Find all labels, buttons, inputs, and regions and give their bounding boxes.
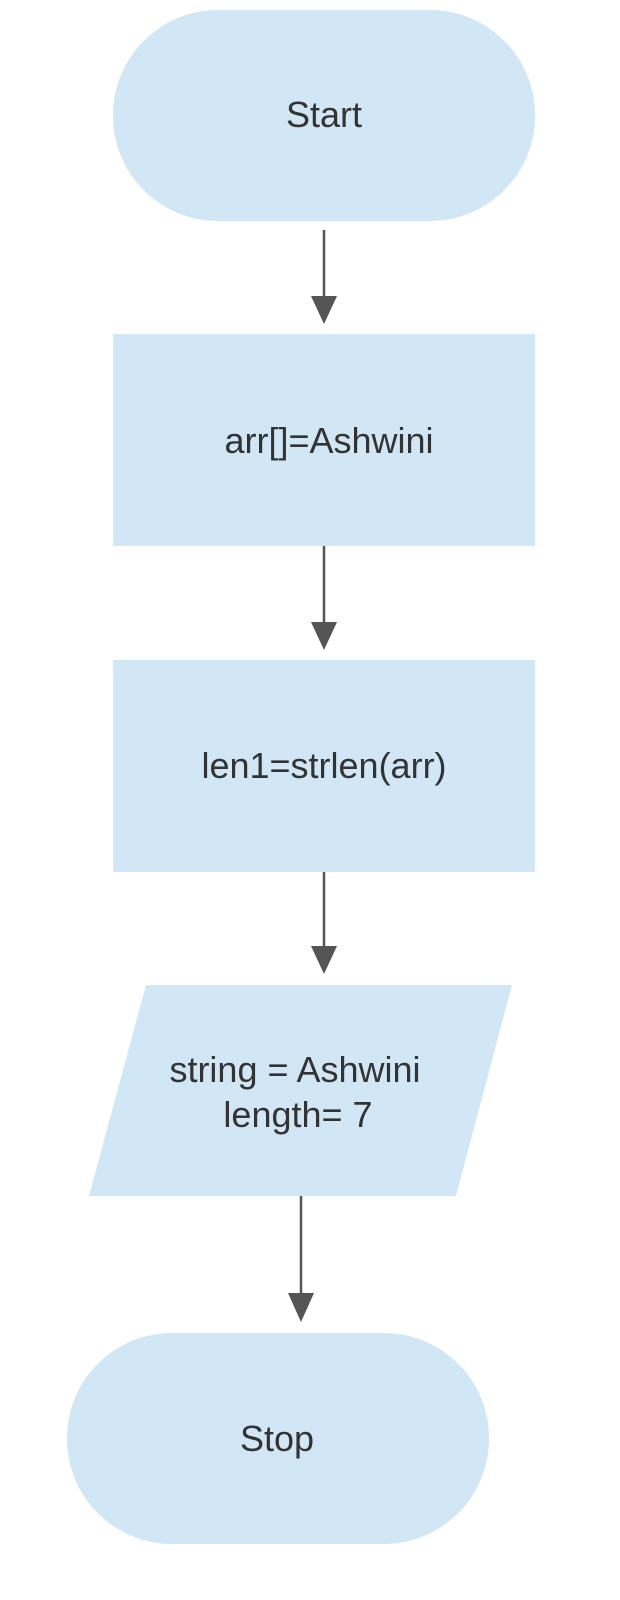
arrow-output-to-stop-head bbox=[288, 1293, 314, 1322]
start-node-shape bbox=[113, 10, 535, 221]
arrow-init-to-compute-head bbox=[311, 622, 337, 650]
arrow-output-to-stop bbox=[288, 1196, 314, 1322]
init-array-node: arr[]=Ashwini bbox=[113, 334, 535, 546]
compute-length-node: len1=strlen(arr) bbox=[113, 660, 535, 872]
output-node: string = Ashwini length= 7 bbox=[89, 985, 512, 1196]
stop-node-shape bbox=[67, 1333, 489, 1544]
output-node-shape bbox=[89, 985, 512, 1196]
stop-node: Stop bbox=[67, 1333, 489, 1544]
arrow-compute-to-output bbox=[311, 872, 337, 974]
init-array-node-label: arr[]=Ashwini bbox=[224, 420, 433, 461]
arrow-init-to-compute bbox=[311, 546, 337, 650]
start-node-label: Start bbox=[286, 94, 362, 135]
arrow-start-to-init-head bbox=[311, 296, 337, 324]
stop-node-label: Stop bbox=[240, 1418, 314, 1459]
output-node-line1: string = Ashwini bbox=[169, 1049, 420, 1090]
output-node-line2: length= 7 bbox=[223, 1094, 372, 1135]
compute-length-node-label: len1=strlen(arr) bbox=[201, 745, 446, 786]
start-node: Start bbox=[113, 10, 535, 221]
arrow-compute-to-output-head bbox=[311, 946, 337, 974]
arrow-start-to-init bbox=[311, 230, 337, 324]
compute-length-node-shape bbox=[113, 660, 535, 872]
init-array-node-shape bbox=[113, 334, 535, 546]
